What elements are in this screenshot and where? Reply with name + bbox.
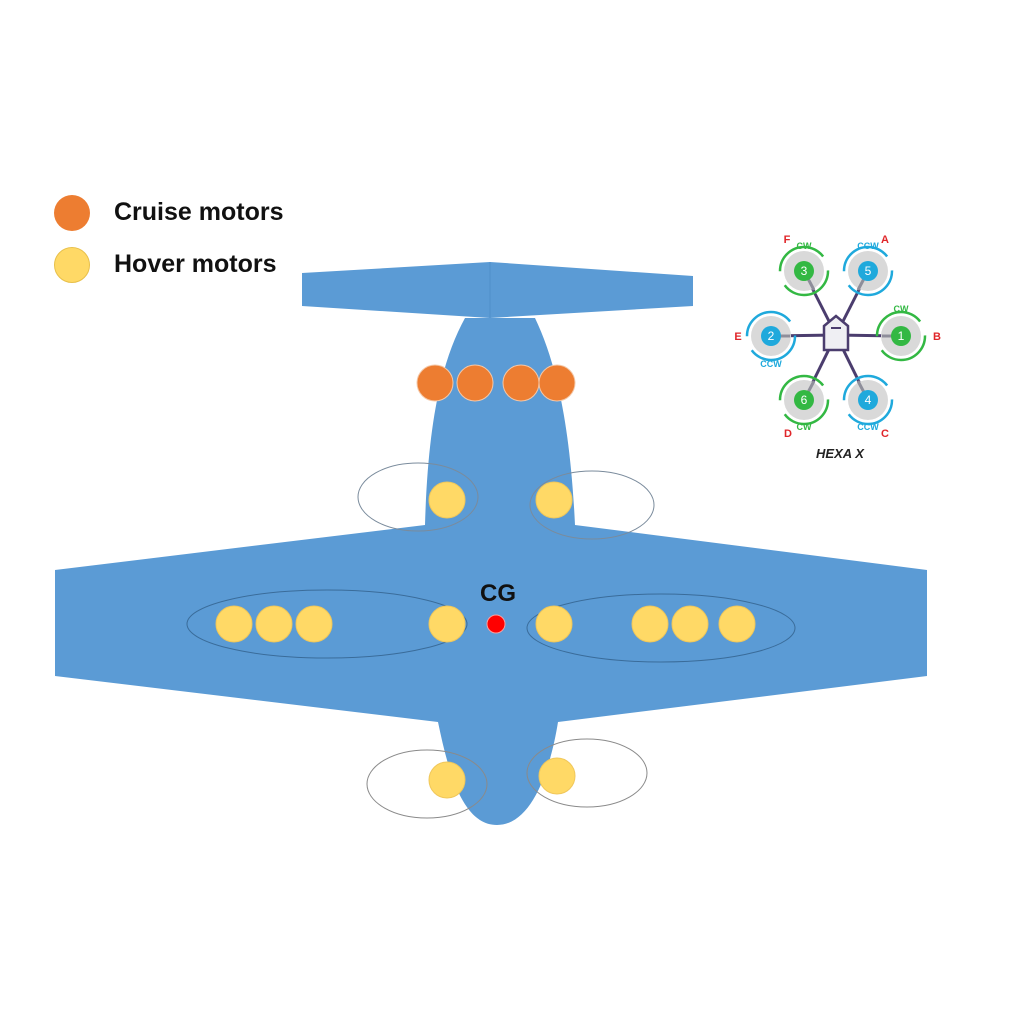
hexa-x-diagram: 3 5 2 1 6 4 CW CCW CW CCW CW CCW F A E B… — [734, 234, 941, 440]
hover-motor — [535, 481, 573, 519]
svg-text:D: D — [784, 428, 792, 440]
svg-text:CCW: CCW — [857, 241, 879, 251]
rotor-disc-rear-left — [366, 749, 488, 819]
cruise-motor — [456, 364, 494, 402]
direction-labels: CW CCW CW CCW CW CCW — [760, 241, 909, 432]
svg-text:CCW: CCW — [857, 422, 879, 432]
svg-text:A: A — [881, 234, 889, 246]
cruise-motor — [502, 364, 540, 402]
svg-text:3: 3 — [801, 264, 808, 278]
flight-controller-icon — [822, 314, 850, 352]
rotor-disc-right-wing — [526, 593, 796, 663]
hover-motor — [671, 605, 709, 643]
hover-motor-swatch-icon — [54, 247, 90, 283]
hover-motor — [215, 605, 253, 643]
hover-motors — [215, 481, 756, 799]
legend-label: Hover motors — [114, 250, 277, 278]
hover-motor — [428, 761, 466, 799]
rotor-disc-front-right — [529, 470, 655, 540]
hover-motor — [428, 481, 466, 519]
hover-motor — [538, 757, 576, 795]
corner-labels: F A E B D C — [734, 234, 941, 440]
cg-label: CG — [480, 580, 516, 607]
hover-motor — [535, 605, 573, 643]
rotor-disc-rear-right — [526, 738, 648, 808]
hover-motor — [718, 605, 756, 643]
svg-text:CW: CW — [894, 304, 909, 314]
svg-text:CCW: CCW — [760, 359, 782, 369]
hover-motor — [428, 605, 466, 643]
hexa-diagram-title: HEXA X — [816, 446, 864, 461]
rotation-arrows-icon — [745, 245, 927, 426]
horizontal-stabilizer — [302, 262, 693, 318]
cruise-motor-swatch-icon — [54, 195, 90, 231]
svg-text:6: 6 — [801, 393, 808, 407]
motor-hubs — [761, 261, 911, 410]
svg-text:CW: CW — [797, 422, 812, 432]
cruise-motor — [538, 364, 576, 402]
svg-text:E: E — [734, 331, 741, 343]
cg-marker-icon — [486, 614, 506, 634]
hover-motor — [255, 605, 293, 643]
rotor-disc-front-left — [357, 462, 479, 532]
motor-numbers: 3 5 2 1 6 4 — [768, 264, 905, 407]
rotor-disc-left-wing — [186, 589, 468, 659]
cruise-motor — [416, 364, 454, 402]
svg-text:CW: CW — [797, 241, 812, 251]
cruise-motors — [416, 364, 576, 402]
svg-text:1: 1 — [898, 329, 905, 343]
legend-label: Cruise motors — [114, 198, 284, 226]
hover-motor — [295, 605, 333, 643]
svg-text:2: 2 — [768, 329, 775, 343]
svg-text:F: F — [784, 234, 791, 246]
svg-text:4: 4 — [865, 393, 872, 407]
svg-text:5: 5 — [865, 264, 872, 278]
hover-motor — [631, 605, 669, 643]
svg-text:B: B — [933, 331, 941, 343]
svg-text:C: C — [881, 428, 889, 440]
